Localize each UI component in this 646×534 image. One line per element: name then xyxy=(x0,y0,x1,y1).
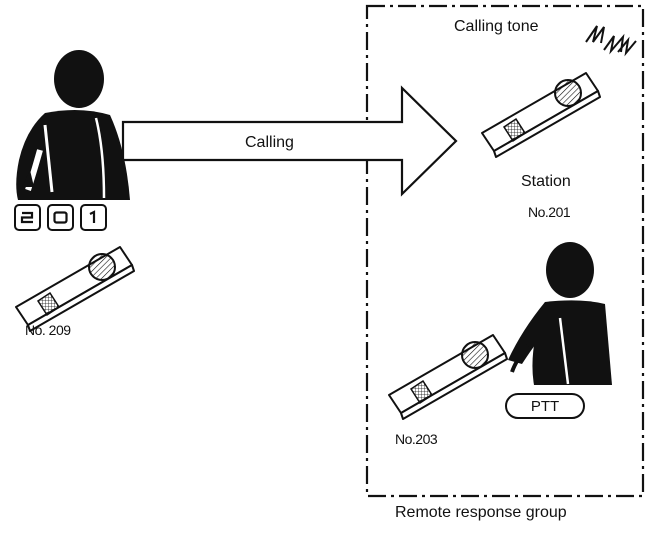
station-label: Station xyxy=(521,173,571,190)
caller-handset-icon xyxy=(15,246,135,332)
responder-person-icon xyxy=(508,242,612,385)
station-handset-icon xyxy=(481,72,601,158)
responder-number: No.203 xyxy=(395,431,438,447)
dial-key-0-icon xyxy=(47,204,74,231)
dial-key-2-icon xyxy=(14,204,41,231)
responder-handset-icon xyxy=(388,334,508,420)
station-number: No.201 xyxy=(528,204,571,220)
ptt-label: PTT xyxy=(530,397,560,415)
ptt-button[interactable]: PTT xyxy=(505,393,585,419)
group-label: Remote response group xyxy=(395,504,567,521)
calling-label: Calling xyxy=(245,134,294,151)
caller-person-icon xyxy=(16,50,130,200)
calling-tone-lightning-icon xyxy=(585,25,637,57)
calling-arrow-icon xyxy=(121,85,458,197)
calling-tone-label: Calling tone xyxy=(454,18,539,35)
caller-number: No. 209 xyxy=(25,322,71,338)
dial-key-1-icon xyxy=(80,204,107,231)
group-boundary xyxy=(365,4,645,498)
